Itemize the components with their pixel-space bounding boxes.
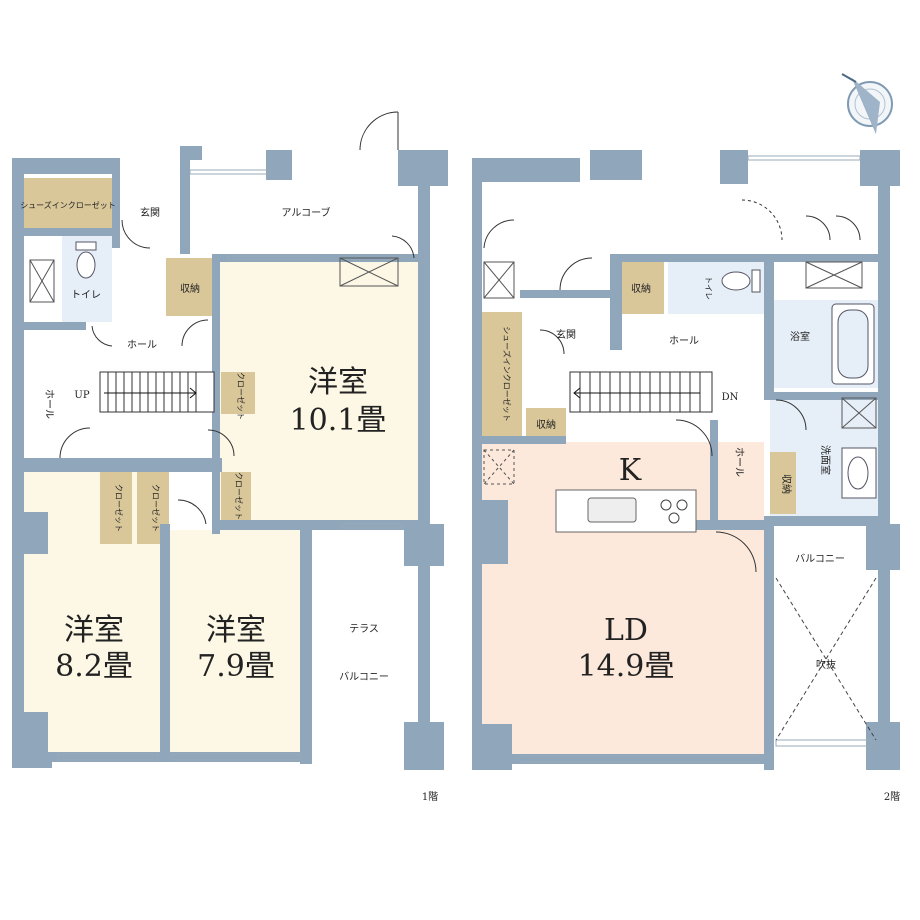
- storage-fill-2f-c: [770, 452, 796, 514]
- storage-label-2f-a: 収納: [631, 282, 651, 295]
- hall-side-label-2f: ホール: [733, 447, 745, 477]
- bedroom-8-size: 8.2畳: [55, 649, 133, 684]
- terrace-label: テラス: [349, 623, 379, 635]
- floor-2: 収納 トイレ 浴室 玄関 ホール ホール シューズインクローゼット 収納 DN …: [472, 150, 900, 803]
- toilet-icon-1f: [75, 241, 97, 279]
- stairs-dn-label: DN: [722, 392, 739, 403]
- sic-label-2f: シューズインクローゼット: [502, 326, 512, 422]
- compass-icon: [841, 73, 893, 134]
- void-area: [775, 577, 877, 741]
- sic-fill-2f: [482, 312, 522, 436]
- bedroom-8-name: 洋室: [64, 613, 124, 648]
- void-label: 吹抜: [816, 658, 836, 671]
- closet-label-1f-a: クローゼット: [236, 372, 246, 420]
- closet-fill-1f-c: [100, 472, 132, 544]
- stairs-2f: [569, 371, 713, 413]
- windows-1f: [57, 169, 403, 761]
- stairs-up-label: UP: [74, 390, 89, 401]
- toilet-label-2f: トイレ: [704, 276, 713, 300]
- storage-fill-2f-b: [526, 408, 566, 438]
- ld-fill: [482, 442, 764, 754]
- ld-name: LD: [604, 613, 648, 648]
- washroom-label: 洗面室: [819, 445, 832, 475]
- toilet-icon-2f: [721, 269, 761, 293]
- closet-label-1f-d: クローゼット: [151, 484, 161, 532]
- windows-2f: [519, 155, 873, 763]
- kitchen-label: K: [619, 453, 642, 488]
- floor-1-label: 1階: [422, 791, 438, 803]
- balcony-label-2f: バルコニー: [795, 553, 845, 565]
- bathtub-icon: [831, 303, 875, 385]
- sink-icon: [841, 447, 877, 499]
- walls-2f: [472, 150, 900, 770]
- bedroom-7-fill: [168, 530, 304, 752]
- storage-label-2f-c: 収納: [780, 474, 793, 494]
- labels-1f: シューズインクローゼット 玄関 アルコーブ トイレ 収納 ホール ホール UP …: [20, 200, 438, 803]
- sic-label-1f: シューズインクローゼット: [20, 200, 116, 210]
- closet-label-1f-c: クローゼット: [114, 484, 124, 532]
- storage-fill-1f: [166, 258, 214, 316]
- shaft-1f: [29, 257, 399, 303]
- closet-fill-1f-a: [221, 372, 255, 414]
- bedroom-7-name: 洋室: [206, 613, 266, 648]
- storage-label-1f: 収納: [180, 282, 200, 295]
- hall-top-label-2f: ホール: [669, 335, 699, 347]
- doors-1f: [59, 111, 415, 525]
- storage-fill-2f-a: [618, 262, 664, 314]
- closet-label-1f-b: クローゼット: [234, 472, 244, 520]
- shafts-2f: [483, 261, 877, 429]
- storage-label-2f-b: 収納: [536, 418, 556, 431]
- doors-2f: [483, 199, 861, 573]
- floor-2-label: 2階: [884, 791, 900, 803]
- bedroom-10-name: 洋室: [308, 365, 368, 400]
- dashed-cabinet: [483, 449, 515, 485]
- closet-fill-1f-b: [221, 472, 251, 524]
- labels-2f: 収納 トイレ 浴室 玄関 ホール ホール シューズインクローゼット 収納 DN …: [502, 276, 900, 803]
- walls-1f: [12, 146, 448, 770]
- balcony-label-1f: バルコニー: [339, 671, 389, 683]
- hall-top-label-1f: ホール: [127, 339, 157, 351]
- toilet-label-1f: トイレ: [71, 290, 101, 301]
- floor-1: シューズインクローゼット 玄関 アルコーブ トイレ 収納 ホール ホール UP …: [12, 111, 448, 803]
- sic-fill-1f: [24, 178, 112, 228]
- alcove-label: アルコーブ: [281, 206, 330, 219]
- ld-size: 14.9畳: [578, 649, 675, 684]
- entrance-label-2f: 玄関: [556, 328, 576, 341]
- kitchen-counter: [555, 489, 697, 533]
- bedroom-7-size: 7.9畳: [197, 649, 275, 684]
- entrance-label-1f: 玄関: [140, 206, 160, 219]
- hall-side-label-1f: ホール: [43, 389, 55, 419]
- bedroom-10-size: 10.1畳: [290, 403, 387, 438]
- stairs-1f: [99, 371, 215, 413]
- bath-label: 浴室: [790, 330, 810, 343]
